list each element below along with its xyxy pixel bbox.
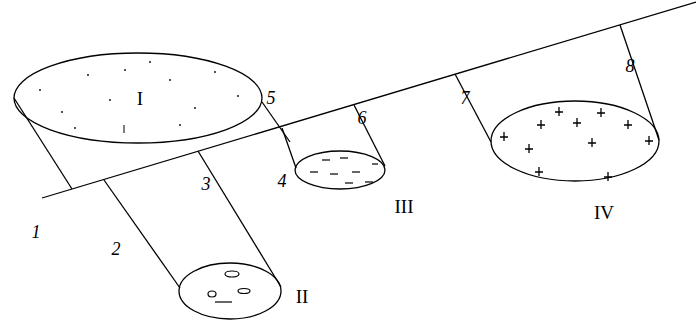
ore-body-ellipse: III <box>294 150 386 190</box>
projection-line <box>282 128 296 168</box>
ore-body-ellipse: IV <box>490 100 660 182</box>
lens-texture <box>208 271 250 302</box>
callout-number: 2 <box>112 240 121 258</box>
dash-texture <box>310 158 378 183</box>
callout-number: 6 <box>358 109 367 127</box>
baseline <box>42 2 696 198</box>
callout-number: 7 <box>461 89 470 107</box>
ore-body-ellipse: I <box>13 52 263 144</box>
callout-number: 3 <box>202 175 211 193</box>
projection-line <box>354 105 385 166</box>
projection-line <box>620 25 659 140</box>
projection-line <box>198 151 281 287</box>
cross-texture <box>500 107 653 181</box>
body-numeral: III <box>395 197 414 216</box>
projection-line <box>455 74 491 142</box>
body-numeral: II <box>296 287 309 306</box>
projection-line <box>104 180 180 288</box>
ellipse-outline <box>178 262 282 320</box>
callout-number: 1 <box>32 223 41 241</box>
ellipse-outline <box>490 100 660 182</box>
ore-body-ellipse: II <box>178 262 282 320</box>
projection-line <box>262 102 290 142</box>
body-numeral: IV <box>594 203 614 222</box>
projection-line <box>14 98 72 189</box>
dot-texture <box>39 61 239 133</box>
body-numeral: I <box>137 89 143 108</box>
callout-number: 4 <box>278 172 287 190</box>
callout-number: 8 <box>626 57 635 75</box>
ellipse-outline <box>294 150 386 190</box>
callout-number: 5 <box>267 89 276 107</box>
